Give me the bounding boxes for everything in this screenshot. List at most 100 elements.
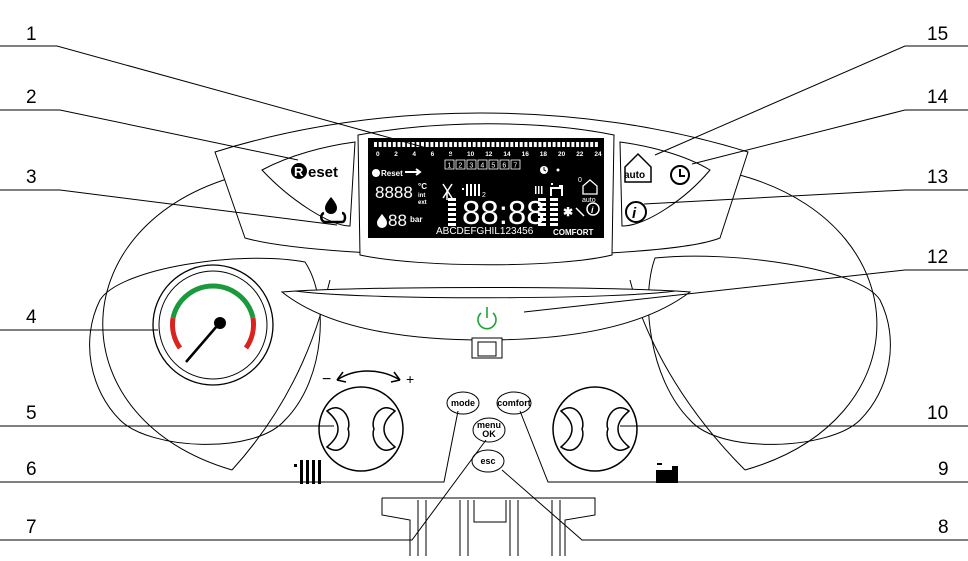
lcd-bar-segment xyxy=(448,218,456,221)
lcd-bar-segment xyxy=(550,218,558,221)
lcd-slash-icon xyxy=(575,207,585,217)
lcd-display xyxy=(368,138,604,238)
comfort-button[interactable]: comfort xyxy=(496,391,532,415)
lcd-bar-segment xyxy=(538,198,546,201)
gauge-needle xyxy=(185,318,224,363)
lcd-hour-tick xyxy=(515,142,518,147)
lcd-bar-segment xyxy=(550,223,558,226)
lcd-tap-icon xyxy=(550,183,563,196)
callout-6: 6 xyxy=(26,459,37,480)
lcd-hour-label: 16 xyxy=(522,151,530,158)
lcd-hour-tick xyxy=(453,142,457,147)
lcd-hour-tick xyxy=(421,142,424,147)
callout-4: 4 xyxy=(26,307,37,328)
auto-home-icon xyxy=(624,152,652,183)
lcd-info-letter: i xyxy=(591,205,594,215)
lcd-hour-tick xyxy=(552,142,556,147)
mode-label: mode xyxy=(451,398,475,408)
lcd-bar-segment xyxy=(550,203,558,206)
lcd-comfort-label: COMFORT xyxy=(553,228,594,237)
info-letter: i xyxy=(632,205,637,222)
lcd-hour-tick xyxy=(416,142,420,147)
lcd-hour-tick xyxy=(500,142,504,147)
lcd-hour-tick xyxy=(388,142,392,147)
lcd-antenna-icon xyxy=(442,183,453,200)
lcd-hour-tick xyxy=(463,142,467,147)
clock-button[interactable] xyxy=(670,165,690,185)
mode-button[interactable]: mode xyxy=(446,391,480,415)
esc-button[interactable]: esc xyxy=(471,449,505,473)
reset-r-icon xyxy=(291,163,307,179)
dhw-knob[interactable] xyxy=(552,386,638,472)
connector-tab-inner xyxy=(477,341,497,357)
heating-knob[interactable] xyxy=(318,386,404,472)
lcd-zero-label: 0 xyxy=(578,177,582,184)
heating-knob-arrow xyxy=(336,370,401,381)
lcd-hour-tick xyxy=(529,142,533,147)
power-button[interactable] xyxy=(477,307,497,330)
tap-icon xyxy=(656,463,678,483)
lcd-hour-tick xyxy=(510,142,514,147)
lcd-hour-tick xyxy=(557,142,561,147)
power-icon xyxy=(477,312,497,330)
bottom-pipes xyxy=(417,500,561,556)
callout-13: 13 xyxy=(927,167,948,188)
lcd-hour-tick xyxy=(444,142,448,147)
lcd-reset-label: Reset xyxy=(381,169,403,178)
lcd-hour-label: 20 xyxy=(558,151,566,158)
lcd-day-box: 3 xyxy=(466,159,477,170)
lcd-hour-tick xyxy=(491,142,495,147)
lcd-hour-tick xyxy=(590,142,594,147)
callout-10: 10 xyxy=(927,403,948,424)
info-button[interactable]: i xyxy=(625,201,647,223)
svg-text:1: 1 xyxy=(447,163,451,170)
lcd-bar-segment xyxy=(538,223,546,226)
heating-plus-label: + xyxy=(406,371,414,387)
svg-text:2: 2 xyxy=(458,163,462,170)
lcd-hour-tick xyxy=(519,142,523,147)
lcd-hour-tick xyxy=(458,142,462,147)
menu-ok-button[interactable]: menu OK xyxy=(472,417,506,443)
water-fill-button[interactable] xyxy=(320,197,347,224)
callout-5: 5 xyxy=(26,403,37,424)
lcd-pressure-digits: 88 xyxy=(388,211,407,230)
left-gauge-lobe xyxy=(89,257,321,445)
lcd-radiator-sub: 2 xyxy=(482,192,486,199)
svg-text:3: 3 xyxy=(469,163,473,170)
lcd-hour-tick xyxy=(585,142,589,147)
lcd-hour-tick xyxy=(505,142,509,147)
lcd-bar-segment xyxy=(538,208,546,211)
lcd-small-digits: 8888 xyxy=(375,183,413,202)
lcd-hour-tick xyxy=(496,142,500,147)
reset-button[interactable]: R eset xyxy=(291,163,338,181)
callout-2: 2 xyxy=(26,87,37,108)
lcd-hour-tick xyxy=(576,142,580,147)
lcd-hour-ticks xyxy=(374,142,598,147)
lcd-hour-tick xyxy=(449,142,453,147)
comfort-label: comfort xyxy=(497,398,531,408)
lcd-hour-label: 10 xyxy=(467,151,475,158)
lcd-unit-celsius: °C xyxy=(418,182,427,191)
lcd-day-box: 2 xyxy=(455,159,466,170)
auto-button[interactable]: auto xyxy=(624,152,652,183)
lcd-bar-segment xyxy=(448,198,456,201)
lcd-wrench-icon xyxy=(405,168,422,176)
right-display-lobe xyxy=(647,255,891,445)
lcd-hour-label: 4 xyxy=(412,151,416,158)
lcd-info-icon xyxy=(586,202,600,216)
lcd-bar-graphs xyxy=(448,198,558,226)
lcd-bar-segment xyxy=(538,213,546,216)
lcd-hour-tick xyxy=(562,142,565,147)
lcd-hour-tick xyxy=(533,142,537,147)
lcd-hour-tick xyxy=(435,142,439,147)
lcd-hour-label: 12 xyxy=(485,151,493,158)
lcd-radiator-icon xyxy=(462,184,480,196)
lcd-hour-tick xyxy=(543,142,547,147)
menu-label: menu xyxy=(477,420,501,430)
callout-9: 9 xyxy=(938,459,949,480)
lcd-hour-tick xyxy=(397,142,401,147)
lcd-snow-icon: ✱ xyxy=(563,205,573,219)
svg-text:5: 5 xyxy=(491,163,495,170)
